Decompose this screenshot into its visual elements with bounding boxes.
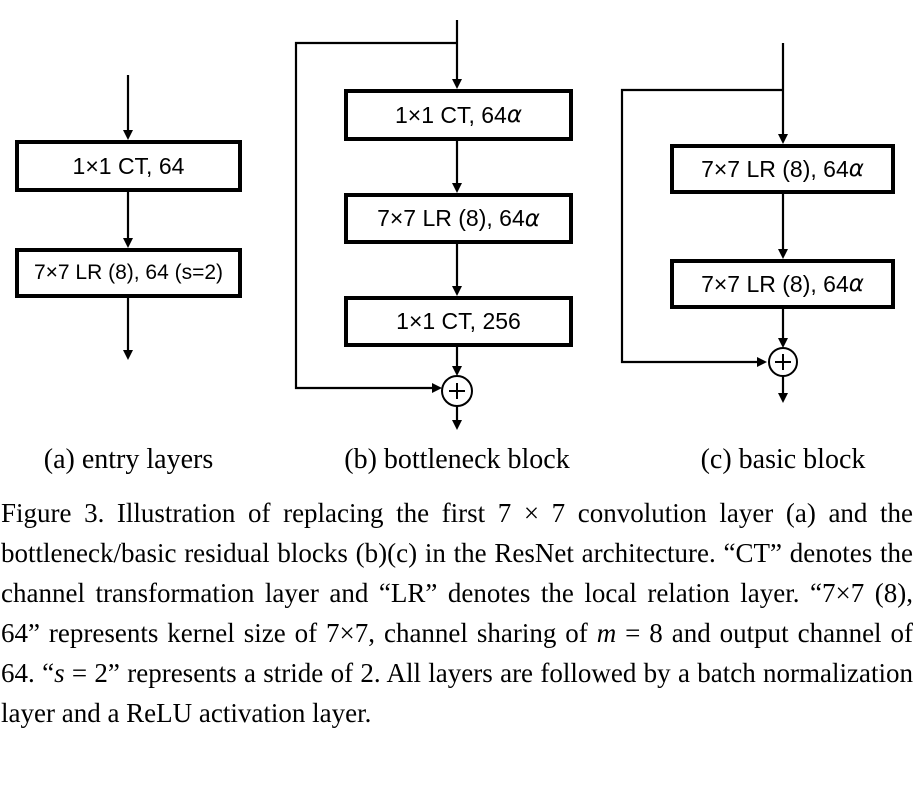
panel-b-arrows (294, 20, 462, 430)
alpha-symbol: α (524, 205, 540, 232)
layer-label: 1×1 CT, 64 (394, 101, 507, 128)
layer-label: 7×7 LR (8), 64 (377, 205, 525, 231)
panel-caption-bottleneck-block: (b) bottleneck block (344, 444, 570, 475)
panel-a-arrows (123, 75, 133, 360)
layer-label: 7×7 LR (8), 64 (s=2) (33, 261, 224, 284)
layer-label: 7×7 LR (8), 64 (701, 155, 849, 182)
layer-box-b-conv1x1-expand: 1×1 CT, 256 (344, 296, 573, 347)
figure-caption-text: = 2” represents a stride of 2. All layer… (1, 658, 913, 728)
alpha-symbol: α (848, 271, 864, 297)
layer-label: 1×1 CT, 256 (396, 308, 521, 334)
panel-c-arrows (620, 43, 788, 403)
alpha-symbol: α (848, 156, 864, 182)
layer-box-a-lr7x7: 7×7 LR (8), 64 (s=2) (15, 248, 242, 298)
figure-caption-text: = 8 and output channel of 64. “ (1, 618, 913, 688)
layer-label: 7×7 LR (8), 64 (701, 270, 849, 297)
layer-box-a-conv1x1: 1×1 CT, 64 (15, 140, 242, 192)
figure-caption-text: Figure 3. Illustration of replacing the … (1, 498, 913, 648)
panel-caption-entry-layers: (a) entry layers (43, 444, 214, 475)
panel-b-add-icon (441, 375, 473, 407)
layer-label: 1×1 CT, 64 (72, 152, 185, 179)
panel-caption-basic-block: (c) basic block (700, 444, 866, 475)
math-var-m: m (596, 618, 617, 648)
figure-caption: Figure 3. Illustration of replacing the … (1, 493, 913, 733)
alpha-symbol: α (506, 102, 523, 128)
math-var-s: s (54, 658, 65, 688)
panel-c-add-icon (768, 347, 798, 377)
